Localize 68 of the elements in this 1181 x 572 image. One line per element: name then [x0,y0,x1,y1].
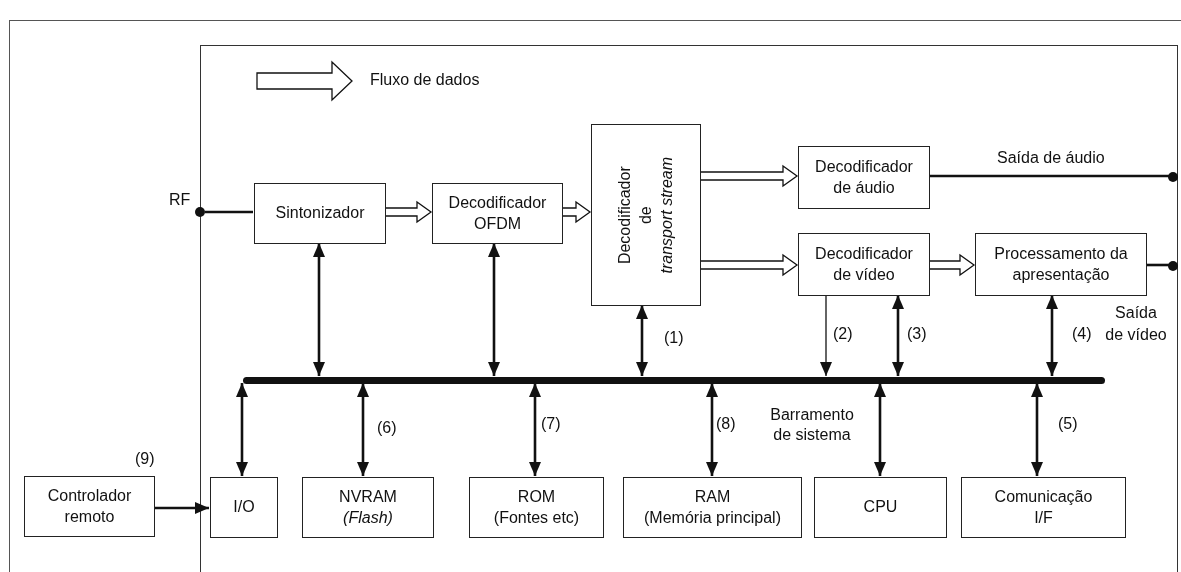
arrow [1031,383,1043,476]
arrow [892,295,904,376]
edge-label: Saída de áudio [997,148,1105,168]
arrow [313,243,325,376]
block-box [210,477,278,538]
arrow [706,383,718,476]
block-box [961,477,1126,538]
edge-label: (5) [1058,414,1078,434]
block-box [302,477,434,538]
block-label: (Flash) [343,507,393,528]
edge-label: (8) [716,414,736,434]
block-box [254,183,386,244]
block-label: Decodificador [614,165,634,266]
data-flow-arrow [384,200,433,224]
block-box [814,477,947,538]
block-box [798,146,930,209]
block-box [24,476,155,537]
block-label: transport stream [656,155,676,276]
block-label: CPU [863,497,898,518]
block-label: (Fontes etc) [493,507,580,528]
block-label: RAM [694,486,731,507]
edge-label: Saída de vídeo [1104,303,1168,345]
block-box [469,477,604,538]
arrow [155,502,209,514]
block-label: de [635,205,655,226]
terminal-dot [1168,261,1178,271]
edge-label: (4) [1072,324,1092,344]
terminal-dot [1168,172,1178,182]
block-label: ROM [517,486,556,507]
system-bus [243,377,1105,384]
block-box [591,124,701,306]
signal-line [205,210,253,214]
block-label: Controlador remoto [46,485,133,527]
receiver-frame [200,45,1178,572]
block-box [623,477,802,538]
bus-label: Barramento de sistema [769,405,855,445]
data-flow-arrow [928,253,976,277]
block-label: I/O [233,497,255,518]
block-box [975,233,1147,296]
block-box [798,233,930,296]
block-label: NVRAM [339,486,397,507]
block-label: (Memória principal) [644,507,781,528]
data-flow-arrow [699,164,799,188]
edge-label: (6) [377,418,397,438]
block-label: Comunicação I/F [993,486,1094,528]
block-label: Processamento da apresentação [993,243,1129,285]
edge-label: (2) [833,324,853,344]
arrow [636,305,648,376]
block-label: Sintonizador [275,203,365,224]
block-label: Decodificador de áudio [814,156,914,198]
arrow [357,383,369,476]
edge-label: (3) [907,324,927,344]
edge-label: (7) [541,414,561,434]
block-label: Decodificador OFDM [447,192,548,234]
block-box [432,183,563,244]
edge-label: (9) [135,449,155,469]
data-flow-arrow [561,200,592,224]
data-flow-arrow [699,253,799,277]
legend-text: Fluxo de dados [370,70,480,90]
arrow [820,294,832,377]
arrow [1046,295,1058,376]
input-label: RF [169,190,191,210]
arrow [236,383,248,476]
edge-label: (1) [664,328,684,348]
arrow [874,383,886,476]
arrow [488,243,500,376]
block-label: Decodificador de vídeo [814,243,914,285]
arrow [529,383,541,476]
